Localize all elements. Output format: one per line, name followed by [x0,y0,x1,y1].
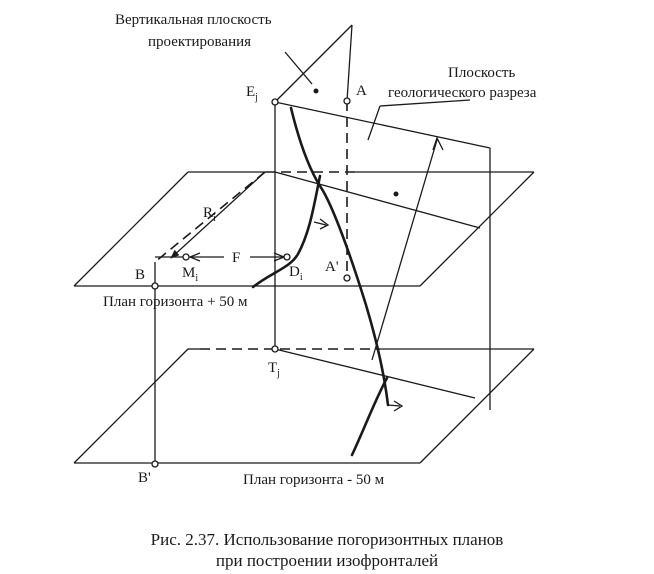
upper-plan-plane [73,171,535,287]
point-d-label: Di [289,264,303,283]
point-t-label: Tj [268,360,280,379]
vertical-plane-label-line2: проектирования [148,34,251,50]
point-b-label: B [135,267,145,283]
diagram-points [151,88,399,468]
upper-plan-label: План горизонта + 50 м [103,294,248,310]
vertical-plane-label-line1: Вертикальная плоскость [115,12,272,28]
point-m-label: Mi [182,265,198,284]
figure-caption-line1: Рис. 2.37. Использование погоризонтных п… [151,530,504,549]
section-plane-label-line2: геологического разреза [388,85,537,101]
vertical-lines [154,101,348,464]
figure-caption-line2: при построении изофронталей [216,551,438,570]
construction-lines [155,171,284,259]
label-leaders [284,51,471,141]
r-label: Ri [203,205,216,224]
f-label: F [232,250,240,266]
section-plane-label-line1: Плоскость [448,65,515,81]
point-e-label: Ej [246,84,258,103]
vertical-projection-plane [154,24,353,263]
isofrontal-curves [251,106,404,457]
lower-plan-label: План горизонта - 50 м [243,472,385,488]
lower-plan-plane [73,348,535,464]
point-a-prime-label: A' [325,259,339,275]
geological-section-plane [274,101,491,410]
point-b-prime-label: B' [138,470,151,486]
point-a-label: A [356,83,367,99]
